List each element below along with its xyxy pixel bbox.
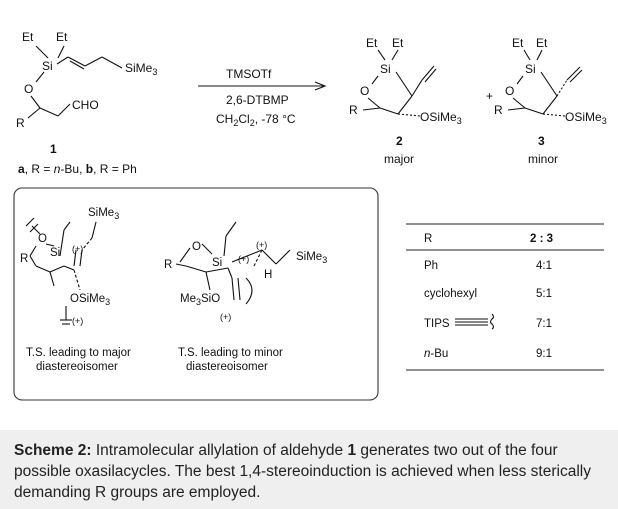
minor-transition-state: O Si R (+) (+) H SiMe3: [164, 221, 327, 373]
major-ts-label: diastereoisomer: [36, 361, 118, 373]
table-row-r: TIPS: [424, 318, 450, 330]
osime3-group: OSiMe3: [565, 110, 607, 126]
si-atom: Si: [525, 62, 536, 76]
o-atom: O: [24, 82, 33, 96]
o-atom: O: [505, 84, 514, 98]
h-atom: H: [264, 269, 272, 281]
sime3-group: SiMe3: [296, 251, 327, 265]
minor-ts-label: T.S. leading to minor: [178, 347, 283, 359]
reagent-dtbmp: 2,6-DTBMP: [226, 93, 289, 107]
product-2: Et Et Si O R OSiMe3 2 major: [349, 36, 462, 166]
caption-compound: 1: [347, 442, 357, 459]
sime3-group: SiMe3: [125, 61, 157, 77]
table-row-ratio: 5:1: [536, 288, 552, 300]
r-group: R: [20, 253, 28, 265]
o-atom: O: [38, 233, 47, 245]
si-atom: Si: [212, 257, 222, 269]
table-header-r: R: [424, 233, 432, 245]
transition-state-box: [13, 187, 379, 401]
table-header-ratio: 2 : 3: [530, 233, 553, 245]
compound-2-label: 2: [396, 134, 403, 148]
r-group: R: [164, 259, 172, 271]
positive-charge: (+): [72, 316, 83, 326]
et-label: Et: [512, 36, 524, 50]
sime3-group: SiMe3: [88, 207, 119, 221]
si-atom: Si: [50, 247, 60, 259]
product-3: Et Et Si O R OSiMe3 3 minor: [494, 36, 607, 166]
et-label: Et: [22, 30, 34, 44]
me3sio-group: Me3SiO: [180, 293, 220, 307]
reaction-scheme: Et Et Si SiMe3 O R CHO 1 a,: [13, 30, 607, 401]
r-group: R: [16, 116, 25, 130]
alkyne-bond: [455, 313, 495, 330]
reaction-conditions: CH2Cl2, -78 °C: [216, 112, 296, 128]
minor-ts-label: diastereoisomer: [186, 361, 268, 373]
minor-label: minor: [528, 152, 558, 166]
table-row-ratio: 9:1: [536, 348, 552, 360]
scheme-caption: Scheme 2: Intramolecular allylation of a…: [0, 430, 618, 509]
compound-1-label: 1: [50, 142, 57, 156]
reaction-arrow: TMSOTf 2,6-DTBMP CH2Cl2, -78 °C: [198, 67, 327, 128]
major-ts-label: T.S. leading to major: [26, 347, 131, 359]
positive-charge: (+): [256, 240, 267, 250]
et-label: Et: [536, 36, 548, 50]
o-atom: O: [192, 241, 201, 253]
table-row-r: Ph: [424, 260, 438, 272]
scheme-drawing: Et Et Si SiMe3 O R CHO 1 a,: [13, 30, 607, 401]
positive-charge: (+): [238, 254, 249, 264]
r-group: R: [349, 103, 358, 117]
starting-material-1: Et Et Si SiMe3 O R CHO 1 a,: [16, 30, 157, 176]
caption-label: Scheme 2:: [14, 442, 92, 459]
plus-sign: +: [486, 89, 493, 103]
table-row-ratio: 7:1: [536, 318, 552, 330]
et-label: Et: [56, 30, 68, 44]
major-label: major: [384, 152, 414, 166]
compound-3-label: 3: [538, 134, 545, 148]
cho-group: CHO: [72, 98, 99, 112]
r-group: R: [494, 103, 503, 117]
positive-charge: (+): [72, 244, 83, 254]
major-transition-state: SiMe3 (+) Si O R: [20, 207, 131, 373]
si-atom: Si: [42, 59, 53, 73]
ratio-table: R 2 : 3 Ph 4:1 cyclohexyl 5:1 TIPS 7:1 n…: [406, 223, 604, 371]
reagent-tmsotf: TMSOTf: [226, 67, 272, 81]
table-row-r: cyclohexyl: [424, 288, 477, 300]
osime3-group: OSiMe3: [70, 293, 110, 307]
et-label: Et: [366, 36, 378, 50]
caption-text: Scheme 2: Intramolecular allylation of a…: [14, 442, 591, 501]
table-row-ratio: 4:1: [536, 260, 552, 272]
table-row-r: n-Bu: [424, 348, 448, 360]
et-label: Et: [392, 36, 404, 50]
substituent-definition: a, R = n-Bu, b, R = Ph: [18, 162, 137, 176]
o-atom: O: [360, 84, 369, 98]
positive-charge: (+): [220, 312, 231, 322]
si-atom: Si: [380, 62, 391, 76]
osime3-group: OSiMe3: [420, 110, 462, 126]
